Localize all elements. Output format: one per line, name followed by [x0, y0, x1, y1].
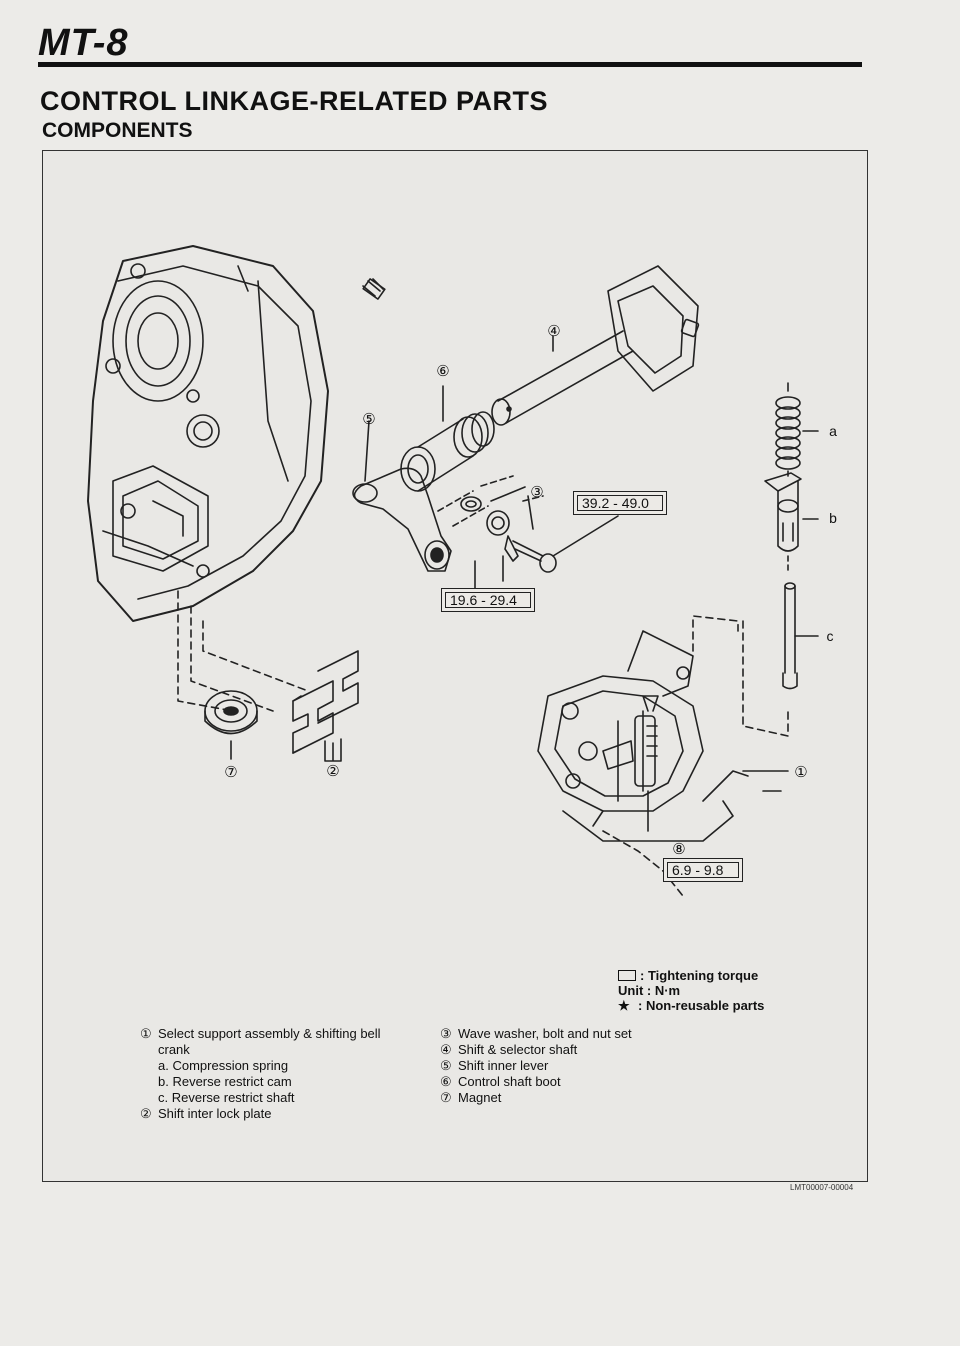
exploded-diagram: ① ② ③ ④ ⑤ ⑥ ⑦ ⑧ a b c — [87, 245, 837, 897]
transmission-case — [87, 245, 386, 622]
star-icon: ★ — [618, 998, 630, 1013]
section-title: CONTROL LINKAGE-RELATED PARTS — [40, 86, 548, 116]
legend-unit: Unit : N·m — [618, 983, 681, 998]
select-support-assembly — [537, 630, 749, 842]
control-shaft-boot — [400, 385, 495, 492]
callout-7: ⑦ — [224, 764, 237, 781]
callout-c: c — [827, 628, 834, 644]
callout-b: b — [829, 510, 837, 526]
figure-code: LMT00007-00004 — [790, 1183, 854, 1192]
shift-selector-shaft — [491, 265, 700, 426]
components-figure-frame: ① ② ③ ④ ⑤ ⑥ ⑦ ⑧ a b c 39.2 - 49.0 19.6 -… — [42, 150, 868, 1182]
compression-spring — [775, 382, 819, 470]
subsection-title: COMPONENTS — [42, 119, 193, 142]
legend-tightening: : Tightening torque — [640, 968, 759, 983]
callout-6: ⑥ — [436, 363, 449, 380]
parts-list-item: a. Compression spring — [158, 1058, 289, 1073]
callout-5: ⑤ — [362, 411, 375, 428]
legend: : Tightening torque Unit : N·m ★ : Non-re… — [618, 968, 764, 1013]
reverse-restrict-cam — [764, 470, 819, 572]
callout-2: ② — [326, 763, 339, 780]
parts-list-item: c. Reverse restrict shaft — [158, 1090, 295, 1105]
reverse-restrict-shaft — [782, 582, 819, 690]
wave-washer-bolt-nut-set — [437, 475, 619, 573]
legend-non-reusable: : Non-reusable parts — [638, 998, 765, 1013]
parts-list-item: crank — [158, 1042, 190, 1057]
callout-a: a — [829, 423, 837, 439]
magnet — [204, 690, 258, 760]
shift-inter-lock-plate — [292, 650, 359, 762]
callout-3: ③ — [530, 484, 543, 501]
shift-inner-lever — [352, 420, 452, 572]
torque-box-2: 19.6 - 29.4 — [441, 588, 535, 612]
page-number: MT-8 — [38, 22, 129, 64]
torque-box-1: 39.2 - 49.0 — [573, 491, 667, 515]
callout-8: ⑧ — [672, 841, 685, 858]
callout-1: ① — [794, 764, 807, 781]
torque-box-3: 6.9 - 9.8 — [663, 858, 743, 882]
torque-box-symbol — [618, 970, 636, 981]
parts-list-item: b. Reverse restrict cam — [158, 1074, 292, 1089]
callout-4: ④ — [547, 323, 560, 340]
header-rule — [38, 62, 862, 67]
